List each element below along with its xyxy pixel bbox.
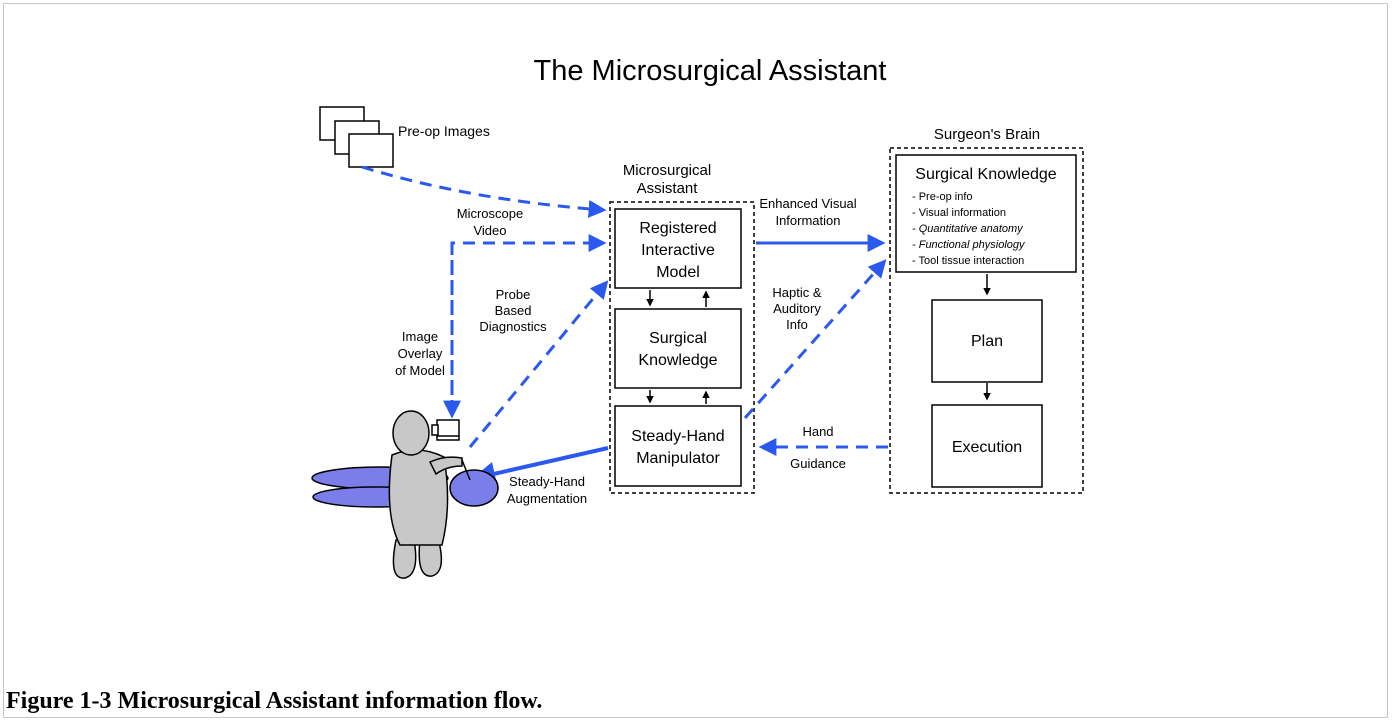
microscope-video-line1: Microscope — [457, 206, 523, 221]
preop-images-icon — [319, 106, 394, 168]
flow-arrows — [361, 165, 888, 486]
steady-aug-line2: Augmentation — [507, 491, 587, 506]
arrow-probe-to-model — [468, 280, 609, 448]
brain-knowledge-box — [895, 154, 1077, 273]
probe-diag-line1: Probe — [496, 287, 531, 302]
surgeon-figure — [388, 410, 463, 579]
haptic-info-line2: Auditory — [773, 301, 821, 316]
microscope-video-line2: Video — [473, 223, 506, 238]
brain-group-border — [889, 147, 1084, 494]
registered-model-line3: Model — [656, 264, 700, 281]
brain-item-2: - Visual information — [912, 207, 1006, 219]
assistant-knowledge-box — [614, 308, 742, 389]
assistant-knowledge-line2: Knowledge — [638, 352, 717, 369]
microscope-display-icon — [431, 419, 460, 441]
brain-heading: Surgeon's Brain — [934, 126, 1040, 143]
patient-head — [449, 469, 499, 507]
steady-aug-line1: Steady-Hand — [509, 474, 585, 489]
arrow-haptic-auditory — [743, 259, 887, 419]
arrow-steady-hand-augmentation — [471, 446, 609, 486]
haptic-info-line1: Haptic & — [772, 285, 821, 300]
brain-item-4: - Functional physiology — [912, 239, 1026, 251]
surgeon-leg-left — [392, 539, 417, 579]
brain-item-5: - Tool tissue interaction — [912, 255, 1024, 267]
haptic-info-line3: Info — [786, 317, 808, 332]
assistant-knowledge-line1: Surgical — [649, 330, 707, 347]
arrow-preop-to-model — [361, 165, 607, 218]
preop-images-label: Pre-op Images — [398, 123, 490, 139]
assistant-heading-line1: Microsurgical — [623, 162, 711, 179]
diagram-title: The Microsurgical Assistant — [534, 55, 887, 87]
plan-label: Plan — [971, 333, 1003, 350]
enhanced-visual-line2: Information — [775, 213, 840, 228]
image-overlay-line3: of Model — [395, 363, 445, 378]
surgical-tool — [461, 459, 471, 481]
execution-box — [931, 404, 1043, 488]
surgeon-head — [392, 410, 430, 456]
registered-model-line1: Registered — [639, 220, 716, 237]
execution-label: Execution — [952, 439, 1022, 456]
brain-item-1: - Pre-op info — [912, 191, 973, 203]
manipulator-line1: Steady-Hand — [631, 428, 724, 445]
hand-guidance-line1: Hand — [802, 424, 833, 439]
enhanced-visual-line1: Enhanced Visual — [759, 196, 856, 211]
surgeon-leg-right — [418, 537, 443, 577]
manipulator-box — [614, 405, 742, 487]
image-overlay-line1: Image — [402, 329, 438, 344]
brain-item-3: - Quantitative anatomy — [912, 223, 1024, 235]
figure-frame — [3, 3, 1388, 718]
figure-caption: Figure 1-3 Microsurgical Assistant infor… — [6, 688, 543, 714]
internal-arrows — [646, 290, 710, 404]
surgeon-torso — [388, 449, 449, 546]
surgeon-arm — [428, 456, 463, 476]
assistant-group-border — [609, 201, 755, 494]
registered-model-line2: Interactive — [641, 242, 715, 259]
registered-model-box — [614, 208, 742, 289]
probe-diag-line2: Based — [495, 303, 532, 318]
manipulator-line2: Manipulator — [636, 450, 720, 467]
brain-knowledge-title: Surgical Knowledge — [915, 166, 1057, 183]
image-overlay-line2: Overlay — [398, 346, 443, 361]
hand-guidance-line2: Guidance — [790, 456, 846, 471]
plan-box — [931, 299, 1043, 383]
probe-diag-line3: Diagnostics — [479, 319, 547, 334]
assistant-heading-line2: Assistant — [637, 180, 699, 197]
